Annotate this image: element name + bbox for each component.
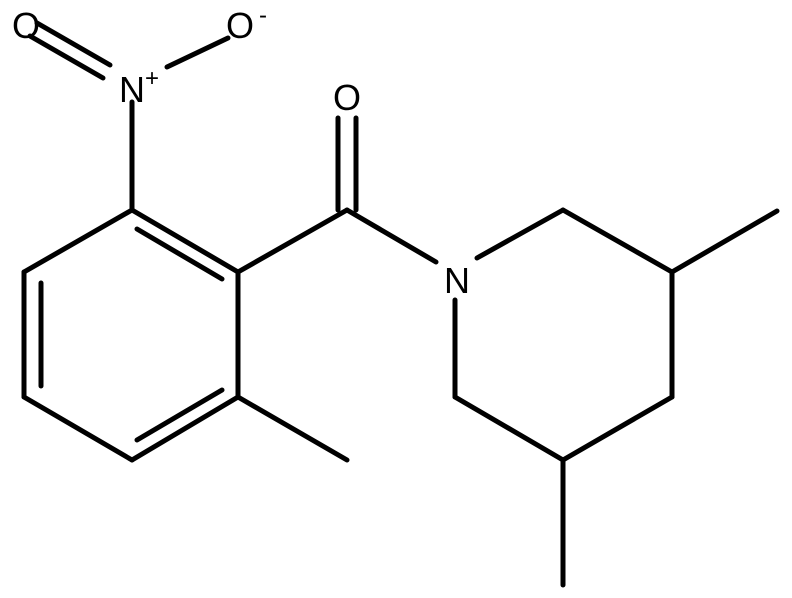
atom-label-o-double: O xyxy=(12,5,40,46)
bond-aryl-methyl xyxy=(235,394,350,463)
bond-c4-c5 xyxy=(560,394,675,463)
bond-c2-c3 xyxy=(560,207,675,275)
bond-carbonyl-n xyxy=(344,207,439,265)
atom-label-piperidine-n: N xyxy=(444,260,470,301)
bond-ring-c1-c2-inner xyxy=(134,226,225,282)
bond-n-o-double-b xyxy=(27,33,106,81)
bond-ring-c6-c1 xyxy=(21,207,135,275)
bond-ring-c1-c2 xyxy=(129,207,241,275)
bond-c3-methyl xyxy=(669,208,780,275)
bond-ring-c3-c4 xyxy=(129,394,241,463)
bond-ring-c3-c4-inner xyxy=(134,387,225,443)
bond-n-o-double-a xyxy=(34,20,113,68)
atom-label-nitro-o-anion: O xyxy=(226,5,254,46)
bond-n-c2 xyxy=(474,207,566,261)
atom-label-nitro-n: N xyxy=(119,69,145,110)
bond-ring-c4-c5 xyxy=(21,394,135,463)
atom-label-carbonyl-o: O xyxy=(333,77,361,118)
bond-c5-c6 xyxy=(452,394,566,463)
bond-ring-carbonyl xyxy=(235,207,350,275)
bond-n-o-anion xyxy=(164,35,231,70)
charge-label-plus: + xyxy=(145,65,159,92)
charge-label-minus: - xyxy=(259,2,267,29)
